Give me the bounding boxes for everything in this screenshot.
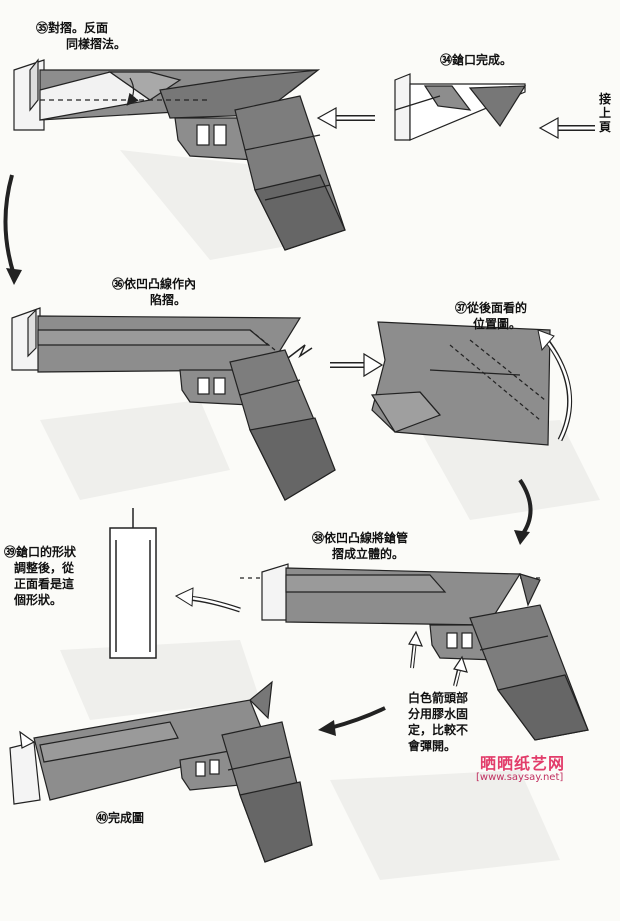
side-note-continued: 接上頁 [598, 92, 611, 134]
step36-caption: ㊱依凹凸線作內 陷摺。 [112, 277, 197, 307]
step39-caption: ㊴鎗口的形狀 調整後，從 正面看是這 個形狀。 [4, 545, 77, 607]
step34-caption: ㉞鎗口完成。 [440, 53, 513, 67]
arrow-38-to-40 [329, 706, 386, 730]
step40-caption: ㊵完成圖 [96, 811, 145, 825]
step37-caption: ㊲從後面看的 位置圖。 [455, 301, 528, 331]
step36-gun-figure [11, 307, 336, 501]
background-ghost-shapes [40, 150, 600, 880]
step35-gun-figure [13, 58, 346, 251]
step35-caption: ㉟對摺。反面 同樣摺法。 [36, 21, 127, 51]
arrow-37-to-38 [518, 478, 533, 537]
step37-back-view-figure [370, 321, 551, 446]
step39-front-view-figure [109, 508, 157, 659]
watermark-brand: 晒晒纸艺网 [480, 754, 566, 773]
step38-caption: ㊳依凹凸線將鎗管 摺成立體的。 [312, 531, 409, 561]
step38-gun-figure [240, 563, 589, 741]
step40-finished-gun-figure [9, 680, 313, 863]
arrow-35-to-36 [3, 174, 16, 276]
step34-muzzle-figure [394, 73, 527, 141]
watermark-url: [www.saysay.net] [476, 772, 564, 783]
glue-note: 白色箭頭部 分用膠水固 定，比較不 會彈開。 [408, 691, 469, 753]
